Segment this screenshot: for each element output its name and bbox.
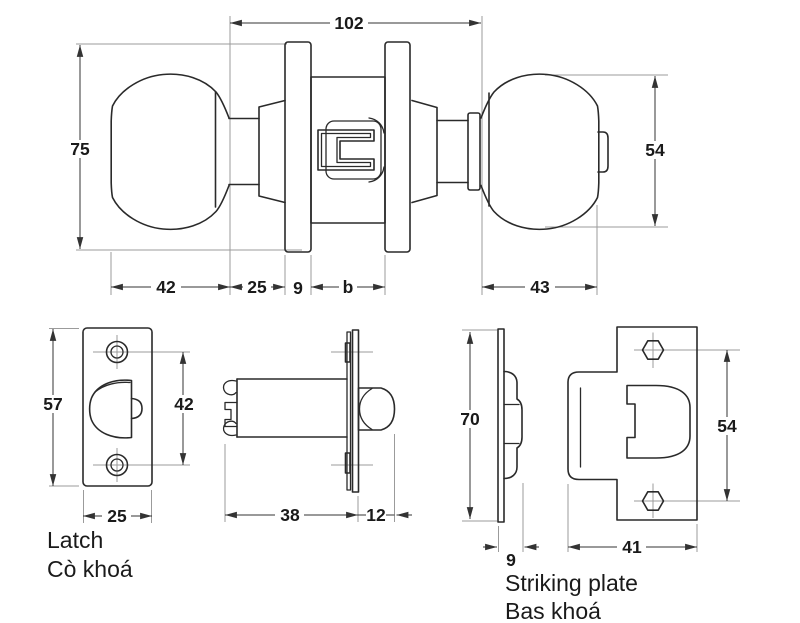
dim-outside-knob-length: 43 bbox=[530, 277, 550, 297]
latch-side-view: 38 12 bbox=[222, 329, 412, 525]
latch-caption-vi: Cò khoá bbox=[47, 556, 133, 582]
outside-knob bbox=[480, 73, 600, 231]
dim-striking-screw-spacing: 54 bbox=[717, 416, 737, 436]
striking-screw-hole-top bbox=[641, 339, 665, 361]
lock-button bbox=[597, 131, 609, 173]
striking-plate-view: 70 9 54 41 Striking plate Bas khoá bbox=[455, 326, 742, 623]
striking-plate-front bbox=[567, 326, 698, 521]
latch-screw-hole-bottom bbox=[105, 453, 129, 477]
dim-faceplate-height: 57 bbox=[43, 394, 62, 414]
latch-front-view: 57 42 25 Latch Cò khoá bbox=[38, 327, 199, 582]
assembly-view: 102 75 54 42 25 9 b 43 bbox=[65, 13, 670, 298]
inside-knob bbox=[110, 73, 230, 231]
lock-chassis bbox=[310, 76, 386, 224]
inside-shank bbox=[228, 99, 286, 204]
dim-bolt-projection: 12 bbox=[366, 505, 386, 525]
dim-inside-shank-length: 25 bbox=[247, 277, 267, 297]
inside-rose-plate bbox=[284, 41, 312, 253]
dim-latch-body-length: 38 bbox=[280, 505, 300, 525]
spindle-hub bbox=[317, 120, 382, 180]
striking-plate-caption-en: Striking plate bbox=[505, 570, 638, 596]
dim-box-depth: 9 bbox=[506, 550, 516, 570]
dim-outside-knob-diameter: 54 bbox=[645, 140, 665, 160]
dim-overall-length: 102 bbox=[334, 13, 363, 33]
outside-shank bbox=[411, 99, 481, 204]
latch-faceplate bbox=[82, 327, 153, 487]
dim-rose-thickness: 9 bbox=[293, 278, 303, 298]
dim-inside-knob-length: 42 bbox=[156, 277, 176, 297]
dim-door-thickness: b bbox=[343, 277, 354, 297]
latch-bolt-front bbox=[88, 379, 143, 439]
striking-screw-hole-bottom bbox=[641, 490, 665, 512]
latch-bolt-side bbox=[357, 387, 396, 431]
dim-plate-height: 70 bbox=[460, 409, 480, 429]
striking-plate-latch-hole bbox=[626, 384, 691, 459]
outside-rose-plate bbox=[384, 41, 411, 253]
dim-screw-hole-spacing: 42 bbox=[174, 394, 194, 414]
latch-caption-en: Latch bbox=[47, 527, 103, 553]
dim-plate-width: 41 bbox=[622, 537, 642, 557]
striking-plate-side bbox=[497, 328, 523, 523]
dim-faceplate-width: 25 bbox=[107, 506, 127, 526]
latch-body bbox=[222, 378, 348, 438]
striking-plate-caption-vi: Bas khoá bbox=[505, 598, 601, 623]
dim-rose-diameter: 75 bbox=[70, 139, 90, 159]
latch-faceplate-side bbox=[344, 329, 360, 493]
latch-screw-hole-top bbox=[105, 340, 129, 364]
